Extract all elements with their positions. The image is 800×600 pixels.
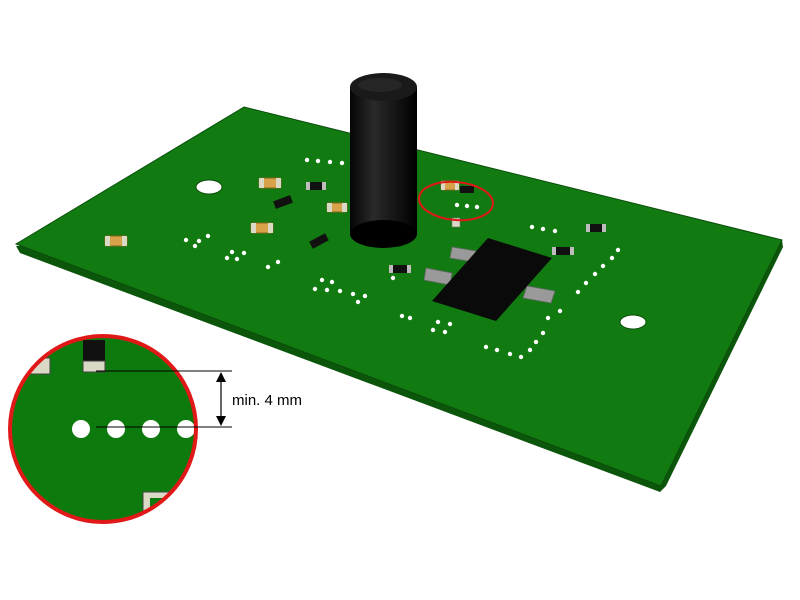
mounting-hole-left <box>195 179 223 195</box>
resistor-3 <box>309 233 329 249</box>
resistor-5 <box>586 224 606 232</box>
pad-right <box>522 285 556 304</box>
mounting-hole-right <box>619 314 647 330</box>
zoom-via-3 <box>142 420 160 438</box>
highlight-ring <box>418 180 494 222</box>
dimension-label: min. 4 mm <box>232 392 302 409</box>
capacitor-1 <box>258 177 282 189</box>
resistor-4 <box>389 265 411 273</box>
via-holes <box>183 157 621 360</box>
resistor-6 <box>552 247 574 255</box>
zoom-via-4 <box>177 420 195 438</box>
capacitor-3 <box>104 235 128 247</box>
capacitor-2 <box>250 222 274 234</box>
component-body <box>432 238 552 321</box>
cylinder-component <box>350 73 417 248</box>
power-component <box>423 238 556 321</box>
zoom-via-1 <box>72 420 90 438</box>
resistor-1 <box>306 182 326 190</box>
capacitor-small-white <box>451 217 461 228</box>
zoom-component-top-pad <box>82 360 106 373</box>
board-top <box>14 106 783 487</box>
zoom-ring <box>8 334 198 524</box>
dimension-annotation: min. 4 mm <box>96 370 302 428</box>
zoom-component-bottom <box>142 491 176 522</box>
resistor-2 <box>273 195 293 209</box>
resistor-7 <box>460 186 474 193</box>
dimension-arrow-bottom <box>216 416 226 426</box>
capacitor-4 <box>326 202 348 213</box>
dimension-arrow-top <box>216 372 226 382</box>
zoom-via-2 <box>107 420 125 438</box>
zoom-component-top-dark <box>83 340 105 362</box>
pcb-board <box>14 106 783 492</box>
zoom-inset <box>8 334 198 524</box>
